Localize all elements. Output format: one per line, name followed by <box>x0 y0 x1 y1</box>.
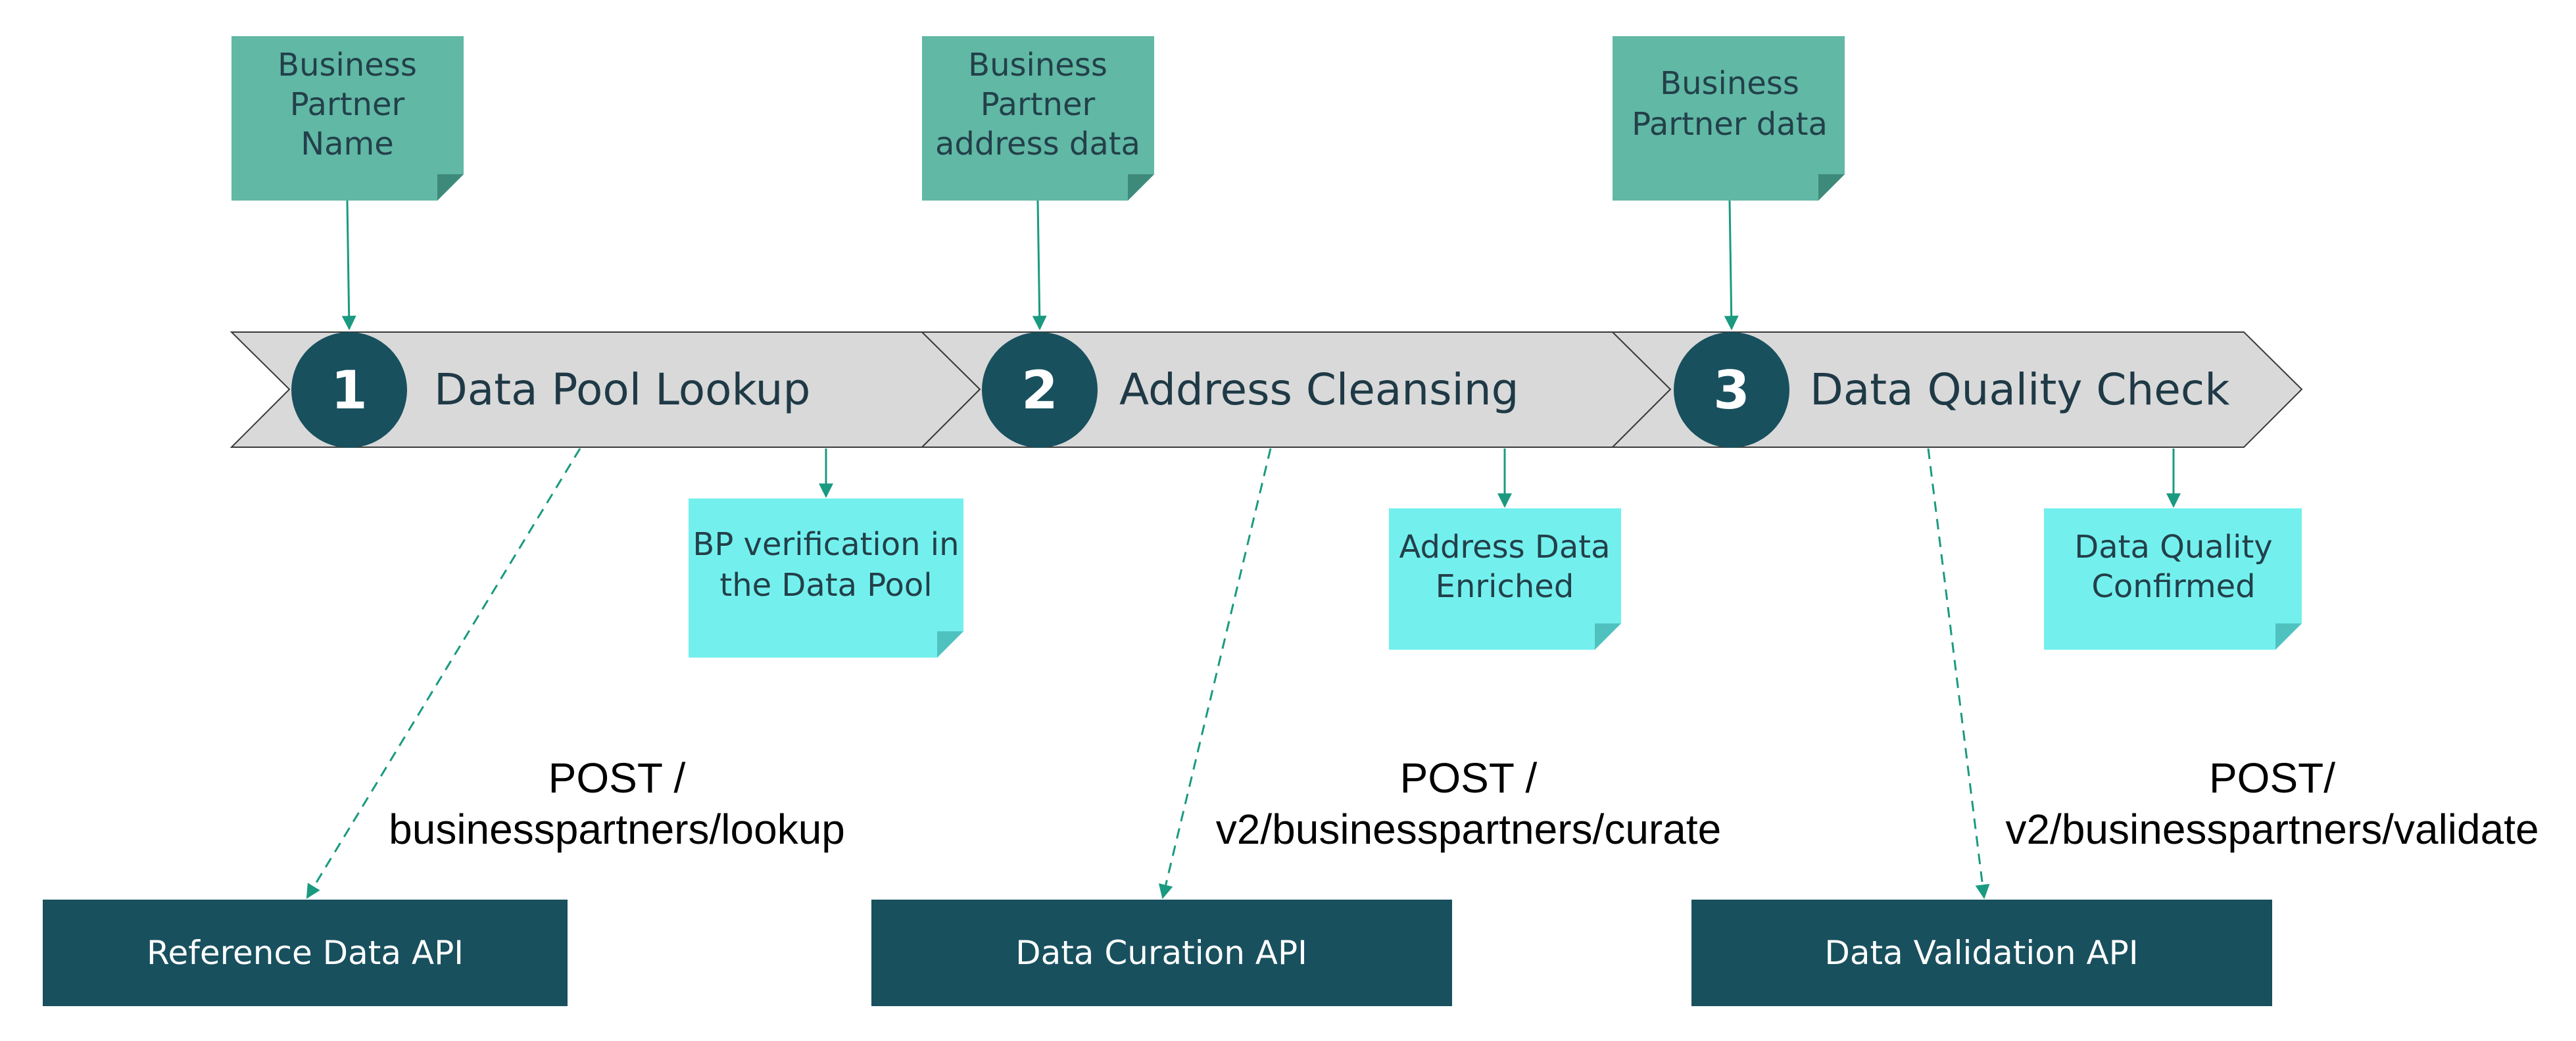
step-label-3: Data Quality Check <box>1810 364 2230 415</box>
endpoint-3-path: v2/businesspartners/validate <box>2005 806 2539 853</box>
input-arrow-1 <box>341 200 356 331</box>
output-note-1-line-2: the Data Pool <box>719 567 932 604</box>
input-note-3-line-1: Business <box>1660 65 1799 102</box>
endpoint-3-method: POST/ <box>2209 754 2335 802</box>
step-label-2: Address Cleansing <box>1119 364 1519 415</box>
step-number-2: 2 <box>1021 360 1058 421</box>
step-number-3: 3 <box>1713 360 1750 421</box>
input-note-1-line-2: Partner <box>290 86 405 123</box>
input-note-1-line-3: Name <box>301 126 394 162</box>
endpoint-2-method: POST / <box>1400 754 1538 802</box>
output-note-1-line-1: BP verification in <box>693 526 959 563</box>
input-note-2: Business Partner address data <box>922 36 1154 201</box>
step-1[interactable]: 1 Data Pool Lookup <box>230 331 981 448</box>
input-note-1-line-1: Business <box>278 47 417 84</box>
endpoint-1-path: businesspartners/lookup <box>389 806 845 853</box>
api-arrow-3 <box>1927 448 1990 900</box>
step-circle-3 <box>1674 332 1789 448</box>
api-box-2-label: Data Curation API <box>1015 934 1307 972</box>
chevron-3 <box>1611 331 2303 448</box>
input-note-3-line-2: Partner data <box>1632 106 1828 143</box>
api-box-3-label: Data Validation API <box>1824 934 2138 972</box>
endpoint-1-method: POST / <box>548 754 686 802</box>
input-note-2-line-2: Partner <box>981 86 1096 123</box>
endpoint-2-path: v2/businesspartners/curate <box>1216 806 1721 853</box>
output-note-3: Data Quality Confirmed <box>2044 508 2302 650</box>
input-note-3: Business Partner data <box>1613 36 1845 201</box>
output-note-2: Address Data Enriched <box>1389 508 1621 650</box>
endpoint-label-3: POST/ v2/businesspartners/validate <box>2005 754 2539 853</box>
input-note-2-line-1: Business <box>968 47 1107 84</box>
endpoint-label-2: POST / v2/businesspartners/curate <box>1216 754 1721 853</box>
input-arrow-2 <box>1032 200 1047 331</box>
output-note-2-line-1: Address Data <box>1399 529 1610 566</box>
step-circle-1 <box>291 332 407 448</box>
api-arrow-2 <box>1158 448 1272 900</box>
step-3[interactable]: 3 Data Quality Check <box>1611 331 2303 448</box>
endpoint-label-1: POST / businesspartners/lookup <box>389 754 845 853</box>
input-arrow-3 <box>1724 200 1739 331</box>
connectors <box>306 200 2181 900</box>
api-box-3[interactable]: Data Validation API <box>1691 900 2272 1006</box>
output-note-3-line-2: Confirmed <box>2091 568 2255 605</box>
step-2[interactable]: 2 Address Cleansing <box>920 331 1672 448</box>
api-box-2[interactable]: Data Curation API <box>871 900 1452 1006</box>
api-box-1[interactable]: Reference Data API <box>43 900 568 1006</box>
input-note-1: Business Partner Name <box>231 36 464 201</box>
api-box-1-label: Reference Data API <box>147 934 464 972</box>
output-note-1: BP verification in the Data Pool <box>689 498 963 658</box>
step-label-1: Data Pool Lookup <box>434 364 810 415</box>
input-note-2-line-3: address data <box>935 126 1140 162</box>
step-number-1: 1 <box>331 360 368 421</box>
output-note-3-line-1: Data Quality <box>2074 529 2272 566</box>
step-circle-2 <box>982 332 1098 448</box>
output-note-2-line-2: Enriched <box>1436 568 1574 605</box>
